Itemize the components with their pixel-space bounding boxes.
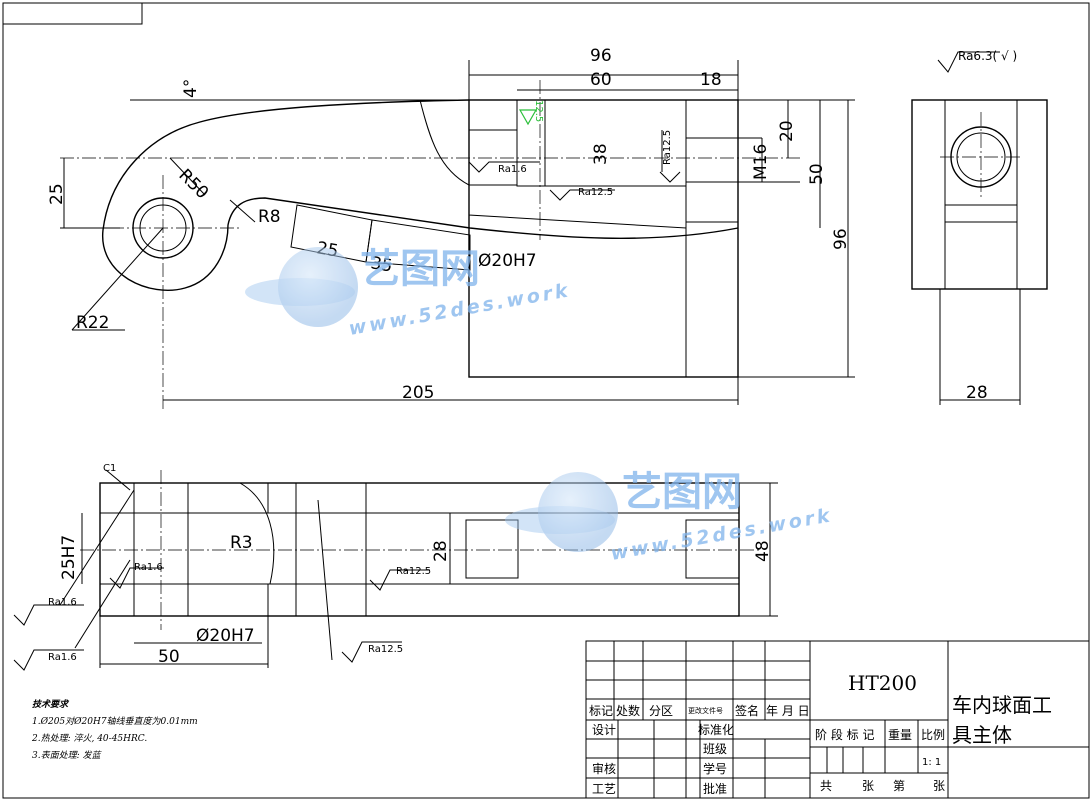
part-name-line-1: 车内球面工 xyxy=(952,693,1052,717)
body-outline xyxy=(468,99,739,378)
front-view: 96 60 18 4° 25 R50 R8 25 35 Ø20H7 R22 20… xyxy=(47,46,855,410)
material-label: HT200 xyxy=(848,671,917,695)
dim-r50: R50 xyxy=(174,165,212,203)
dim-25h7: 25H7 xyxy=(59,535,79,580)
tb-biaoji: 标记 xyxy=(589,704,613,718)
roughness-ra125-a: Ra12.5 xyxy=(578,187,613,198)
title-block: HT200 车内球面工 具主体 标记 处数 分区 更改文件号 签名 年 月 日 … xyxy=(585,640,1090,799)
notes-line-1: 1.Ø205对Ø20H7轴线垂直度为0.01mm xyxy=(32,716,198,727)
section-view: C1 R3 25H7 28 48 Ø20H7 50 Ra1.6 Ra1.6 Ra… xyxy=(13,463,778,671)
tb-zhang-2: 张 xyxy=(933,779,945,793)
dim-96-side: 96 xyxy=(831,228,851,250)
side-view-outline xyxy=(911,99,1048,290)
notes-title: 技术要求 xyxy=(32,699,70,710)
dim-50-section: 50 xyxy=(158,647,180,667)
notes-line-2: 2.热处理: 淬火, 40-45HRC. xyxy=(31,733,147,744)
dim-28-side: 28 xyxy=(966,383,988,403)
roughness-ra125-c: Ra12.5 xyxy=(396,566,431,577)
tb-qianming: 签名 xyxy=(735,703,759,718)
tb-zhang-1: 张 xyxy=(862,779,874,793)
roughness-ra16: Ra1.6 xyxy=(498,164,527,175)
dim-205: 205 xyxy=(402,383,434,403)
tb-xuehao: 学号 xyxy=(703,761,727,776)
dim-35: 35 xyxy=(369,253,394,276)
dim-c1: C1 xyxy=(103,463,116,474)
tb-banji: 班级 xyxy=(703,742,727,756)
dim-20: 20 xyxy=(777,120,797,142)
lever-arm-outline xyxy=(102,99,739,292)
tb-bili: 比例 xyxy=(921,728,945,742)
side-view: Ra6.3( √ ) 28 xyxy=(911,49,1048,405)
roughness-ra16-b: Ra1.6 xyxy=(48,652,77,663)
general-roughness-note: Ra6.3( √ ) xyxy=(958,49,1017,63)
dim-28-section: 28 xyxy=(431,540,451,562)
part-name-line-2: 具主体 xyxy=(952,723,1012,747)
dim-18: 18 xyxy=(700,70,722,90)
roughness-ra16-a: Ra1.6 xyxy=(48,597,77,608)
dim-r22: R22 xyxy=(76,313,109,333)
tb-gongyi: 工艺 xyxy=(592,782,616,796)
tb-sheji: 设计 xyxy=(592,723,616,737)
corner-label-box xyxy=(2,2,143,25)
tb-gengai: 更改文件号 xyxy=(688,706,723,715)
dim-phi20h7: Ø20H7 xyxy=(478,251,537,271)
dim-38: 38 xyxy=(591,143,611,165)
dim-r8: R8 xyxy=(258,207,281,227)
dim-m16: M16 xyxy=(751,144,771,180)
tb-chushu: 处数 xyxy=(616,703,640,718)
watermark-brand-top: 艺图网 xyxy=(360,246,480,292)
dim-25: 25 xyxy=(47,183,67,205)
tb-pizhun: 批准 xyxy=(703,781,727,796)
dim-r3: R3 xyxy=(230,533,253,553)
tb-shenhe: 审核 xyxy=(592,761,616,776)
dim-angle-4: 4° xyxy=(181,79,201,98)
tb-nianyueri: 年 月 日 xyxy=(766,704,810,718)
dim-50: 50 xyxy=(807,163,827,185)
dim-96-top: 96 xyxy=(590,46,612,66)
roughness-ra125-b: Ra12.5 xyxy=(662,130,673,165)
dim-48: 48 xyxy=(753,540,773,562)
tb-biaozhunhua: 标准化 xyxy=(698,723,734,737)
tb-zhongliang: 重量 xyxy=(888,728,912,742)
roughness-ra16-c: Ra1.6 xyxy=(134,562,163,573)
tb-fenqu: 分区 xyxy=(649,704,673,718)
dim-60: 60 xyxy=(590,70,612,90)
tb-jieduan: 阶 段 标 记 xyxy=(815,727,874,742)
roughness-ra125-d: Ra12.5 xyxy=(368,644,403,655)
tb-gong: 共 xyxy=(820,779,832,793)
roughness-green: 12.5 xyxy=(533,100,544,122)
dim-phi20h7-section: Ø20H7 xyxy=(196,626,255,646)
tb-di: 第 xyxy=(893,779,905,793)
tb-scale: 1: 1 xyxy=(922,757,941,768)
watermark-bottom: 艺图网 www.52des.work xyxy=(505,469,834,565)
watermark-brand-bottom: 艺图网 xyxy=(622,469,742,515)
notes-line-3: 3.表面处理: 发蓝 xyxy=(32,750,102,761)
technical-requirements: 技术要求 1.Ø205对Ø20H7轴线垂直度为0.01mm 2.热处理: 淬火,… xyxy=(31,699,198,761)
